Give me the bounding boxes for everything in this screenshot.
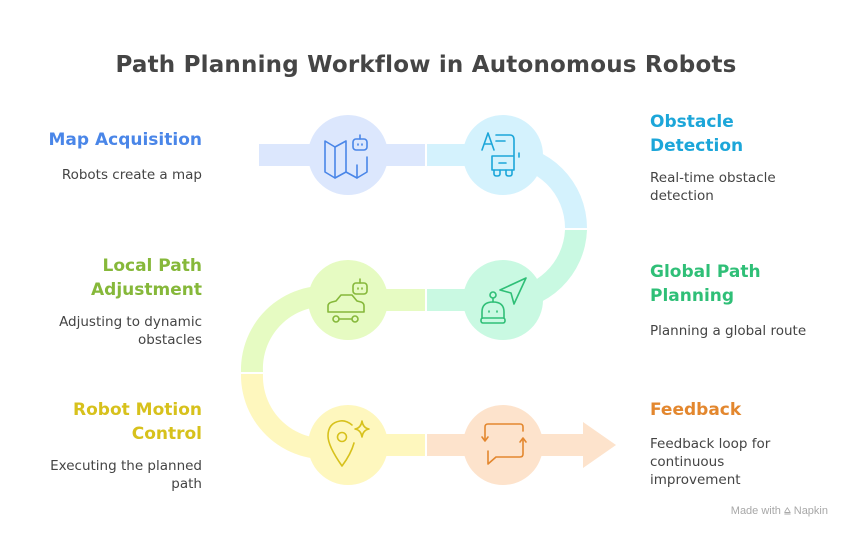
desc-line: Robots create a map: [61, 167, 202, 183]
title-line: Map Acquisition: [48, 130, 203, 150]
desc-line: detection: [650, 188, 714, 204]
step-title-motion-control: Robot Motion Control: [73, 398, 202, 446]
desc-line: obstacles: [138, 332, 202, 348]
made-with-napkin-badge: Made with ⩠ Napkin: [731, 505, 828, 518]
desc-line: Adjusting to dynamic: [59, 314, 202, 330]
node-feedback: [463, 405, 543, 485]
desc-line: Feedback loop for: [650, 436, 771, 452]
step-desc-motion-control: Executing the planned path: [50, 457, 202, 493]
step-desc-global-planning: Planning a global route: [650, 322, 806, 340]
title-line: Robot Motion: [73, 400, 202, 420]
node-global-planning: [463, 260, 543, 340]
title-line: Planning: [650, 286, 735, 306]
node-local-adjustment: [308, 260, 388, 340]
car-robot-icon: [327, 278, 368, 323]
step-title-obstacle-detection: Obstacle Detection: [650, 110, 743, 158]
desc-line: improvement: [650, 472, 741, 488]
robot-navigation-icon: [480, 277, 527, 324]
title-line: Control: [131, 424, 202, 444]
node-obstacle-detection: [463, 115, 543, 195]
bus-detection-icon: [481, 132, 520, 177]
step-desc-feedback: Feedback loop for continuous improvement: [650, 435, 770, 489]
title-line: Global Path: [650, 262, 761, 282]
map-robot-icon: [324, 134, 368, 179]
feedback-loop-icon: [481, 423, 527, 465]
title-line: Local Path: [102, 256, 202, 276]
location-sparkle-icon: [327, 420, 370, 467]
step-desc-local-adjustment: Adjusting to dynamic obstacles: [59, 313, 202, 349]
desc-line: continuous: [650, 454, 725, 470]
made-with-label: Made with: [730, 505, 781, 517]
step-desc-map-acquisition: Robots create a map: [62, 166, 202, 184]
step-title-feedback: Feedback: [650, 398, 741, 422]
step-title-local-adjustment: Local Path Adjustment: [91, 254, 202, 302]
title-line: Feedback: [650, 400, 742, 420]
title-line: Detection: [650, 136, 744, 156]
desc-line: Planning a global route: [650, 323, 807, 339]
napkin-logo-icon: ⩠: [783, 505, 791, 517]
step-title-map-acquisition: Map Acquisition: [49, 128, 203, 152]
title-line: Adjustment: [91, 280, 202, 300]
brand-label: Napkin: [793, 505, 828, 517]
node-motion-control: [308, 405, 388, 485]
desc-line: path: [171, 476, 202, 492]
node-map-acquisition: [308, 115, 388, 195]
step-desc-obstacle-detection: Real-time obstacle detection: [650, 169, 776, 205]
desc-line: Executing the planned: [50, 458, 202, 474]
diagram-title: Path Planning Workflow in Autonomous Rob…: [115, 52, 737, 78]
desc-line: Real-time obstacle: [650, 170, 776, 186]
step-title-global-planning: Global Path Planning: [650, 260, 761, 308]
arrow-head: [583, 422, 616, 468]
title-line: Obstacle: [650, 112, 734, 132]
